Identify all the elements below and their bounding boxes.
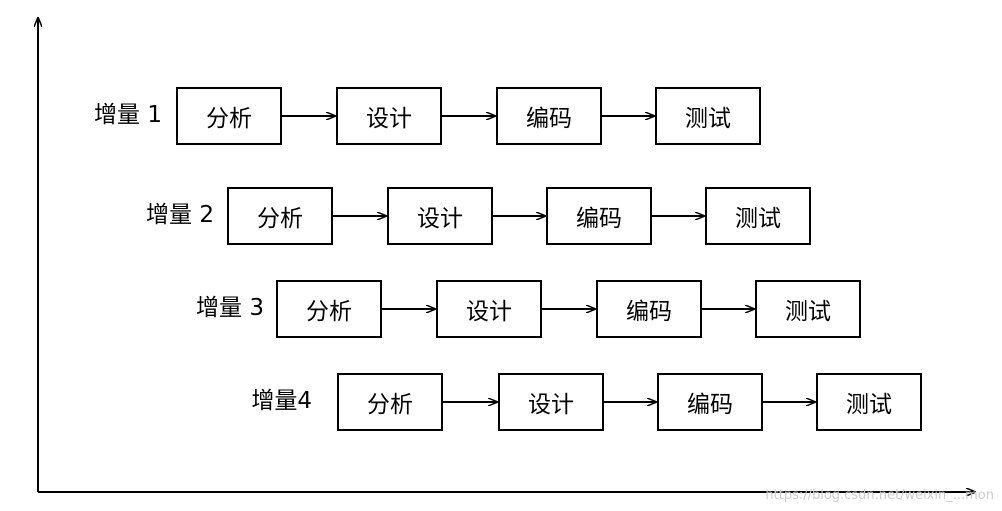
row-label-increment-1: 增量 1 <box>94 102 162 128</box>
step-box-design: 设计 <box>498 373 604 431</box>
step-box-coding: 编码 <box>596 280 702 338</box>
step-box-coding: 编码 <box>546 187 652 245</box>
step-box-coding: 编码 <box>657 373 763 431</box>
step-box-testing: 测试 <box>655 87 761 145</box>
watermark: https://blog.csdn.net/weixin_...mon <box>765 488 994 503</box>
step-box-analysis: 分析 <box>276 280 382 338</box>
step-box-coding: 编码 <box>496 87 602 145</box>
step-box-design: 设计 <box>436 280 542 338</box>
flow-arrows <box>282 116 815 402</box>
step-box-design: 设计 <box>336 87 442 145</box>
step-box-design: 设计 <box>387 187 493 245</box>
row-label-increment-3: 增量 3 <box>196 295 264 321</box>
step-box-testing: 测试 <box>755 280 861 338</box>
row-label-increment-2: 增量 2 <box>146 202 214 228</box>
step-box-analysis: 分析 <box>227 187 333 245</box>
step-box-analysis: 分析 <box>176 87 282 145</box>
row-label-increment-4: 增量4 <box>251 388 312 414</box>
step-box-testing: 测试 <box>705 187 811 245</box>
step-box-testing: 测试 <box>816 373 922 431</box>
step-box-analysis: 分析 <box>337 373 443 431</box>
